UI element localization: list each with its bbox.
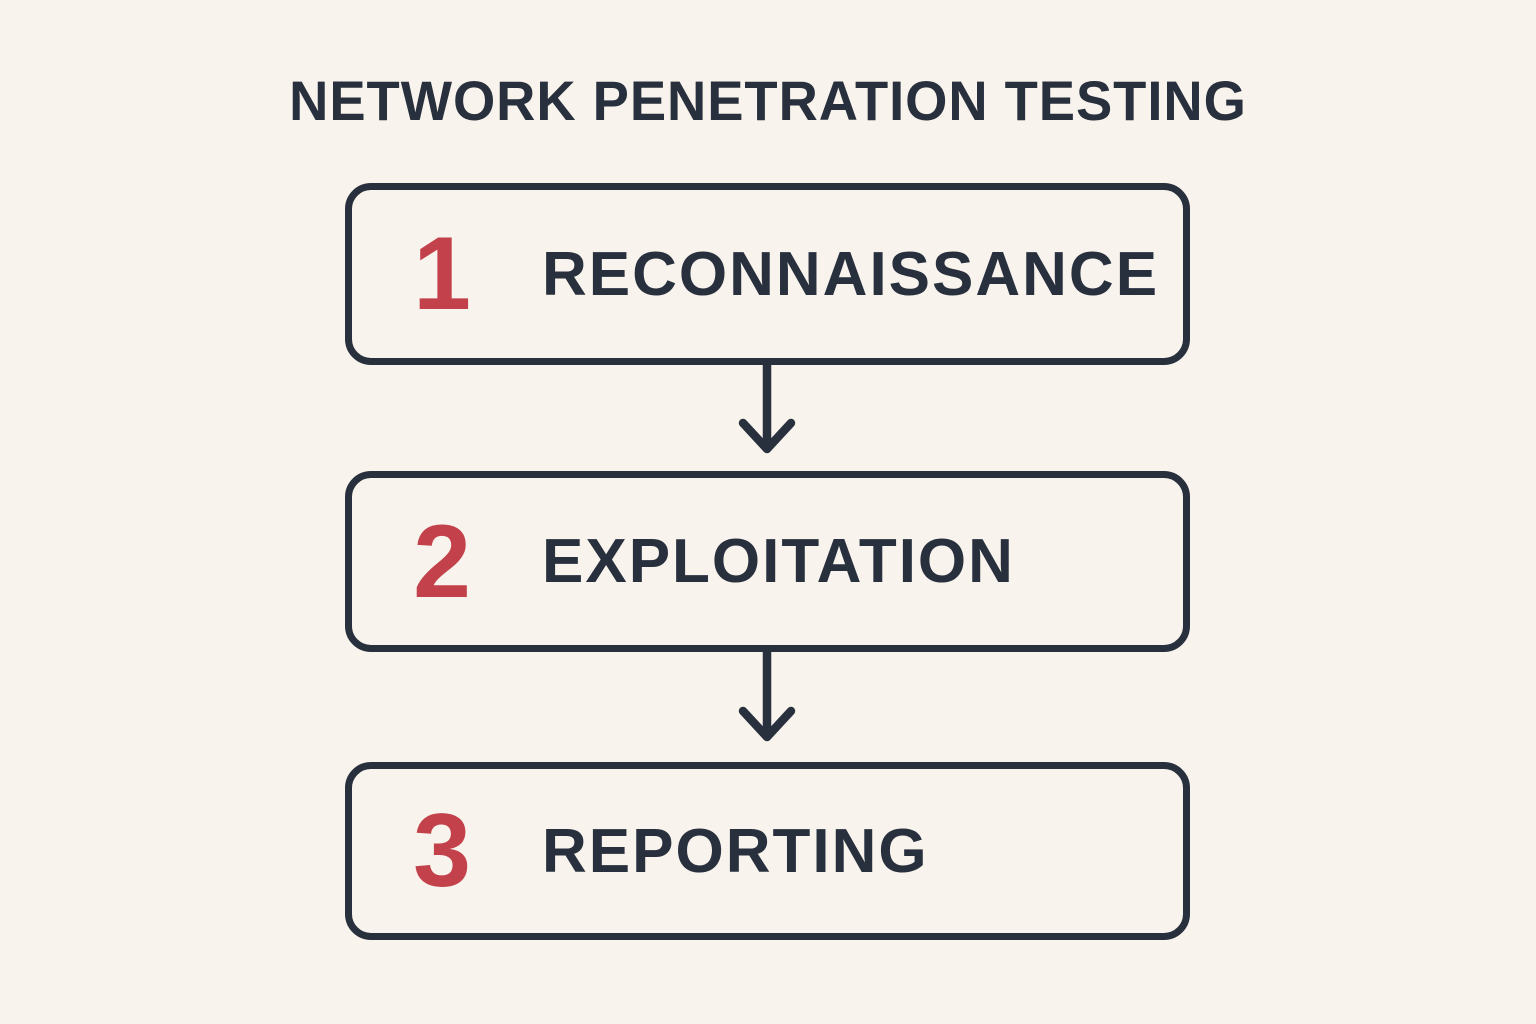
diagram-title: NETWORK PENETRATION TESTING bbox=[289, 69, 1247, 132]
step-box-exploitation: 2 EXPLOITATION bbox=[345, 471, 1190, 652]
arrow-down-icon bbox=[735, 649, 799, 753]
step-number-1: 1 bbox=[413, 216, 471, 332]
step-label-reporting: REPORTING bbox=[542, 816, 929, 886]
step-label-exploitation: EXPLOITATION bbox=[542, 527, 1015, 596]
step-label-reconnaissance: RECONNAISSANCE bbox=[542, 239, 1160, 309]
step-box-reporting: 3 REPORTING bbox=[345, 762, 1190, 940]
step-number-2: 2 bbox=[413, 503, 471, 620]
arrow-down-icon bbox=[735, 361, 799, 465]
step-box-reconnaissance: 1 RECONNAISSANCE bbox=[345, 183, 1190, 365]
step-number-3: 3 bbox=[413, 793, 471, 909]
